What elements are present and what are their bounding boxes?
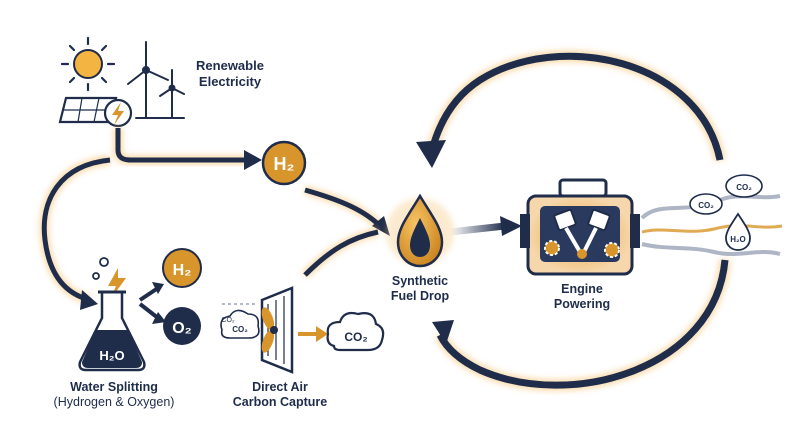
hydrogen-badge-label: H₂	[274, 154, 295, 174]
engine-line-1: Engine	[561, 282, 603, 296]
svg-text:CO₂: CO₂	[698, 201, 714, 210]
split-hydrogen-badge: H₂	[162, 248, 202, 288]
exhaust-co2-cloud: CO₂	[689, 193, 723, 215]
renewable-electricity-icons	[58, 36, 185, 128]
engine-powering-label: Engine Powering	[532, 282, 632, 312]
water-splitting-flask: H₂O	[78, 257, 166, 372]
svg-text:CO₂: CO₂	[344, 330, 367, 344]
hydrogen-badge: H₂	[261, 140, 307, 186]
wind-turbine-icon	[127, 41, 185, 119]
split-oxygen-badge: O₂	[163, 307, 201, 345]
svg-text:CO₂: CO₂	[736, 183, 752, 192]
co2-intake-cloud: CO₂ CO₂	[220, 309, 260, 339]
direct-air-capture-unit: CO₂ CO₂ CO₂	[220, 286, 385, 374]
direct-air-capture-line-2: Carbon Capture	[232, 395, 328, 409]
exhaust-co2-cloud: CO₂	[725, 174, 763, 198]
direct-air-capture-line-1: Direct Air	[252, 380, 308, 394]
synthetic-fuel-line-1: Synthetic	[391, 274, 449, 288]
svg-text:H₂O: H₂O	[730, 235, 746, 244]
gear-icon	[544, 240, 620, 258]
lightning-icon	[108, 268, 126, 300]
water-splitting-label: Water Splitting (Hydrogen & Oxygen)	[40, 380, 188, 410]
split-oxygen-label: O₂	[172, 320, 192, 337]
energy-flow-lines	[39, 128, 522, 310]
flask-label: H₂O	[99, 348, 124, 363]
lightning-icon	[103, 98, 133, 128]
synthetic-fuel-drop	[386, 193, 454, 268]
engine-icon	[520, 178, 640, 276]
cycle-arrow-bottom	[432, 259, 731, 392]
cycle-arrow-top	[416, 50, 726, 168]
sun-icon	[60, 36, 116, 92]
engine-line-2: Powering	[553, 297, 611, 311]
synthetic-fuel-label: Synthetic Fuel Drop	[372, 274, 468, 304]
renewable-line-1: Renewable	[196, 58, 264, 73]
exhaust-water-drop: H₂O	[725, 212, 751, 251]
svg-text:CO₂: CO₂	[232, 325, 248, 334]
renewable-line-2: Electricity	[198, 73, 262, 89]
water-splitting-subtitle: (Hydrogen & Oxygen)	[53, 395, 175, 409]
water-splitting-title: Water Splitting	[70, 380, 158, 394]
svg-text:CO₂: CO₂	[221, 317, 235, 324]
renewable-electricity-label: Renewable Electricity	[182, 58, 278, 89]
exhaust-plume: CO₂ CO₂ H₂O	[640, 174, 783, 256]
fan-icon	[261, 307, 278, 353]
solar-panel-icon	[58, 96, 118, 124]
piston-icon	[553, 208, 611, 259]
direct-air-capture-label: Direct Air Carbon Capture	[222, 380, 338, 410]
captured-co2-cloud: CO₂	[326, 311, 385, 352]
split-hydrogen-label: H₂	[173, 262, 192, 279]
synthetic-fuel-line-2: Fuel Drop	[390, 289, 450, 303]
